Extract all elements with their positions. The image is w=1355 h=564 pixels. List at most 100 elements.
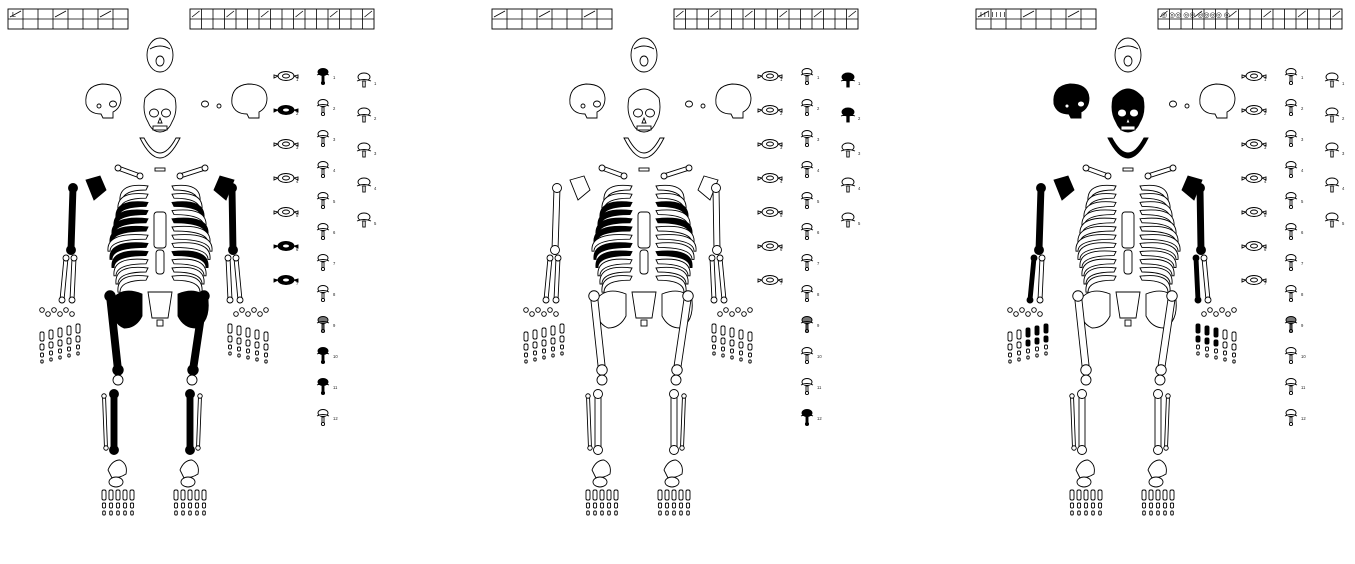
thoracic-vertebra-5: 5 <box>317 193 336 209</box>
orbit <box>110 101 117 107</box>
cervical-vertebra-2: 2 <box>758 106 783 117</box>
vertebra-number: 6 <box>1301 230 1304 235</box>
thoracic-vertebra-2: 2 <box>801 100 820 116</box>
vertebral-foramen <box>1251 176 1258 180</box>
carpal <box>542 312 547 317</box>
spinous-process <box>847 186 849 192</box>
spinous-tip <box>805 391 808 394</box>
metacarpal <box>1214 328 1218 337</box>
vertebra-number: 2 <box>858 116 861 121</box>
right-clavicle <box>661 165 692 179</box>
right-rib-12 <box>656 276 686 293</box>
vertebra-number: 5 <box>333 199 336 204</box>
spinous-process <box>847 116 849 122</box>
spinous-process <box>1331 151 1333 157</box>
toe-distal <box>615 511 618 515</box>
metacarpal <box>739 330 743 339</box>
proximal-phalanx <box>1017 342 1021 348</box>
left-ulna-distal-end <box>69 297 75 303</box>
vertebra-number: 8 <box>1301 292 1304 297</box>
thoracic-vertebra-5: 5 <box>801 193 820 209</box>
vertebra-number: 6 <box>333 230 336 235</box>
vertebra-number: 9 <box>817 323 820 328</box>
vertebra-number: 11 <box>333 385 338 390</box>
vertebra-number: 9 <box>1301 323 1304 328</box>
calcaneus <box>1148 460 1166 478</box>
distal-phalanx <box>525 360 527 363</box>
proximal-phalanx <box>533 342 537 348</box>
metatarsal <box>600 490 604 500</box>
right-tibia-distal-end <box>1154 446 1163 455</box>
spinous-process <box>363 151 365 157</box>
proximal-phalanx <box>40 344 44 350</box>
spinous-tip <box>1289 298 1292 301</box>
skull-front <box>628 89 660 132</box>
toe-distal <box>680 511 683 515</box>
middle-phalanx <box>265 353 268 357</box>
vertebra-number: 12 <box>817 416 822 421</box>
ear-canal <box>581 104 585 108</box>
right-radius-proximal-end <box>1193 255 1199 261</box>
carpal <box>1026 312 1031 317</box>
spinous-tip <box>321 391 324 394</box>
proximal-phalanx <box>1008 344 1012 350</box>
right-fibula-shaft <box>1165 396 1170 448</box>
sacrum <box>1116 292 1140 318</box>
metacarpal <box>49 330 53 339</box>
vertebra-number: 3 <box>858 151 861 156</box>
spinous-tip <box>805 143 808 146</box>
toe-phalanx <box>600 503 603 508</box>
spinous-tip <box>1289 267 1292 270</box>
proximal-phalanx <box>1026 340 1030 346</box>
metacarpal <box>1205 326 1209 335</box>
distal-phalanx <box>41 360 43 363</box>
right-radius-shaft <box>1194 258 1200 300</box>
right-humerus <box>1196 184 1206 255</box>
vertebra-number: 5 <box>780 213 783 218</box>
vertebra-number: 4 <box>817 168 820 173</box>
right-ulna <box>1201 255 1211 303</box>
toe-phalanx <box>614 503 617 508</box>
carpal <box>736 308 741 313</box>
middle-phalanx <box>552 347 555 351</box>
dentition-left-marks: L <box>12 12 16 19</box>
skeleton-diagram-3: I I I I I I I◎ ◎◎ ◎◎ ◎◎◎◎ ◎1234567123456… <box>968 0 1352 564</box>
middle-phalanx <box>561 345 564 349</box>
metatarsal <box>614 490 618 500</box>
distal-phalanx <box>543 356 545 359</box>
cranium-lateral <box>1054 84 1089 118</box>
vertebral-foramen <box>1251 210 1258 214</box>
left-fibula-distal-end <box>1072 446 1077 451</box>
right-radius <box>709 255 717 303</box>
toe-distal <box>1143 511 1146 515</box>
vertebra-number: 12 <box>1301 416 1306 421</box>
foramen-magnum <box>156 56 164 66</box>
vertebra-number: 1 <box>1301 75 1304 80</box>
left-humerus <box>67 184 78 255</box>
metacarpal <box>1035 326 1039 335</box>
vertebra-number: 3 <box>817 137 820 142</box>
proximal-phalanx <box>712 336 716 342</box>
right-tibia-proximal-end <box>186 390 195 399</box>
right-radius-distal-end <box>227 297 233 303</box>
talus <box>1077 477 1091 487</box>
pelvis <box>1080 291 1177 328</box>
distal-phalanx <box>256 358 258 361</box>
distal-phalanx <box>740 358 742 361</box>
vertebra-number: 11 <box>1301 385 1306 390</box>
middle-phalanx <box>229 345 232 349</box>
thoracic-vertebra-10: 10 <box>801 348 822 364</box>
middle-phalanx <box>238 347 241 351</box>
thoracic-vertebra-11: 11 <box>317 379 338 395</box>
vertebra-number: 3 <box>374 151 377 156</box>
distal-phalanx <box>1197 352 1199 355</box>
vertebra-number: 4 <box>1342 186 1345 191</box>
lumbar-vertebra-5: 5 <box>357 213 377 227</box>
toe-phalanx <box>1084 503 1087 508</box>
vertebral-foramen <box>767 210 774 214</box>
vertebral-foramen <box>1251 74 1258 78</box>
spinous-tip <box>805 236 808 239</box>
vertebral-foramen <box>283 278 290 282</box>
left-radius-proximal-end <box>547 255 553 261</box>
proximal-phalanx <box>1196 336 1200 342</box>
